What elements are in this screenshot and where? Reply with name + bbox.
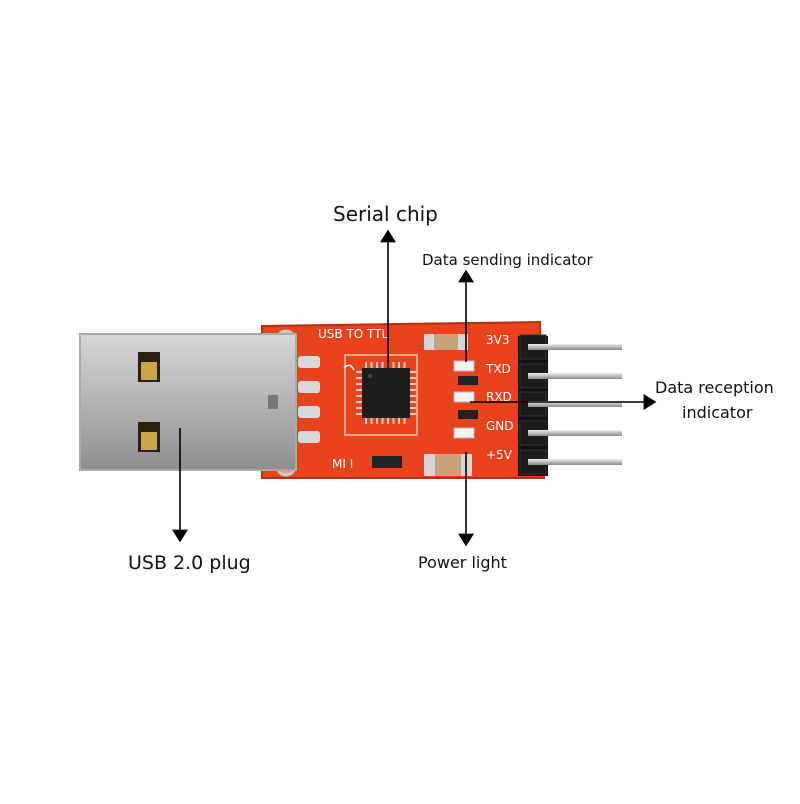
chip-pin <box>356 401 362 403</box>
capacitor-top <box>424 334 468 350</box>
chip-pin <box>356 377 362 379</box>
header-pin <box>528 373 622 379</box>
label-rx-indicator-line2: indicator <box>682 403 753 422</box>
chip-pin <box>356 389 362 391</box>
pin-label-gnd: GND <box>486 419 514 433</box>
header-pin <box>528 430 622 436</box>
label-serial-chip: Serial chip <box>333 202 438 226</box>
label-usb-plug: USB 2.0 plug <box>128 552 251 574</box>
chip-pin <box>398 418 400 424</box>
chip-pin <box>356 371 362 373</box>
silkscreen-mark: MI I <box>332 457 353 471</box>
chip-pin <box>370 418 373 424</box>
resistor-3: 152 <box>372 456 402 468</box>
chip-pin <box>410 401 416 403</box>
chip-pin <box>410 377 416 379</box>
chip-pin <box>410 407 416 409</box>
label-power-light: Power light <box>418 553 507 572</box>
rx-led <box>453 391 475 403</box>
chip-pins <box>356 362 416 424</box>
header-pins <box>519 334 622 475</box>
pin-labels: 3V3 TXD RXD GND +5V <box>485 333 514 462</box>
header-pin <box>528 459 622 465</box>
usb-plug <box>79 333 297 471</box>
header-pin <box>528 401 622 407</box>
chip-pin <box>356 413 362 415</box>
chip-pin <box>403 362 406 368</box>
serial-chip <box>362 368 410 418</box>
header-pin <box>528 344 622 350</box>
chip-pin <box>356 407 362 409</box>
chip-pin <box>392 362 395 368</box>
resistor-2: 251 <box>458 410 478 419</box>
chip-pin <box>392 418 395 424</box>
svg-text:151: 151 <box>461 378 473 385</box>
chip-pin <box>387 418 389 424</box>
chip-pin <box>410 383 416 385</box>
svg-text:152: 152 <box>378 460 390 467</box>
chip-pin <box>356 383 362 385</box>
power-led <box>453 427 475 439</box>
chip-pin <box>381 362 384 368</box>
chip-pin <box>403 418 406 424</box>
chip-pin <box>381 418 384 424</box>
silkscreen-title: USB TO TTL <box>318 327 388 341</box>
pin-label-3v3: 3V3 <box>486 333 509 347</box>
chip-pin <box>365 362 367 368</box>
pin-label-5v: +5V <box>486 448 513 462</box>
chip-pin <box>410 413 416 415</box>
chip-pin <box>376 418 378 424</box>
chip-pin <box>398 362 400 368</box>
callout-arrows <box>172 229 657 547</box>
chip-pin <box>410 389 416 391</box>
chip-pin <box>365 418 367 424</box>
tx-led <box>453 360 475 372</box>
chip-pin <box>356 395 362 397</box>
chip-pin <box>410 395 416 397</box>
chip-pin <box>410 371 416 373</box>
label-rx-indicator-line1: Data reception <box>655 378 774 397</box>
svg-text:251: 251 <box>461 412 473 419</box>
chip-pin <box>370 362 373 368</box>
capacitor-bottom <box>424 454 472 476</box>
usb-pads <box>298 356 320 443</box>
chip-pin <box>376 362 378 368</box>
resistor-1: 151 <box>458 376 478 385</box>
pin-label-rxd: RXD <box>486 390 512 404</box>
label-tx-indicator: Data sending indicator <box>422 251 593 269</box>
pin-label-txd: TXD <box>485 362 511 376</box>
